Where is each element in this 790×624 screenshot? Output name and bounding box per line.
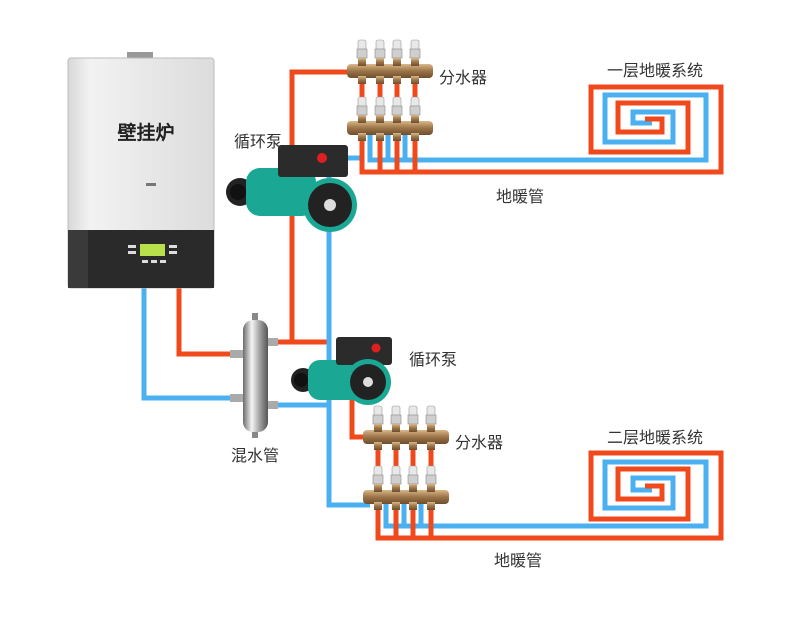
boiler-label: 壁挂炉: [117, 122, 175, 144]
lower-supply-manifold: [363, 405, 449, 451]
wall-boiler: [67, 52, 215, 289]
mixing-tube-label: 混水管: [230, 446, 280, 465]
upper-manifold-label: 分水器: [438, 68, 488, 87]
boiler-cold-pipe: [141, 285, 240, 401]
boiler-hot-pipe: [176, 285, 240, 357]
lower-pump-label: 循环泵: [408, 350, 458, 369]
floor2-supply-coil: [375, 450, 724, 541]
upper-circulation-pump: [226, 145, 357, 232]
lower-circulation-pump: [291, 337, 392, 405]
second-floor-system-label: 二层地暖系统: [606, 428, 704, 447]
upper-supply-pipe: [268, 69, 355, 345]
upper-supply-manifold: [347, 39, 433, 85]
mixing-tube: [230, 313, 278, 438]
lower-return-manifold: [363, 465, 449, 511]
boiler-display: [140, 244, 165, 256]
upper-manifold-pipes: [359, 72, 418, 128]
first-floor-system-label: 一层地暖系统: [606, 61, 704, 80]
upper-pump-label: 循环泵: [233, 132, 283, 151]
lower-manifold-label: 分水器: [454, 433, 504, 452]
upper-return-manifold: [347, 96, 433, 142]
upper-floor-pipe-label: 地暖管: [495, 187, 545, 206]
lower-manifold-pipes: [375, 437, 434, 497]
lower-floor-pipe-label: 地暖管: [493, 551, 543, 570]
floor1-supply-coil: [359, 84, 724, 175]
